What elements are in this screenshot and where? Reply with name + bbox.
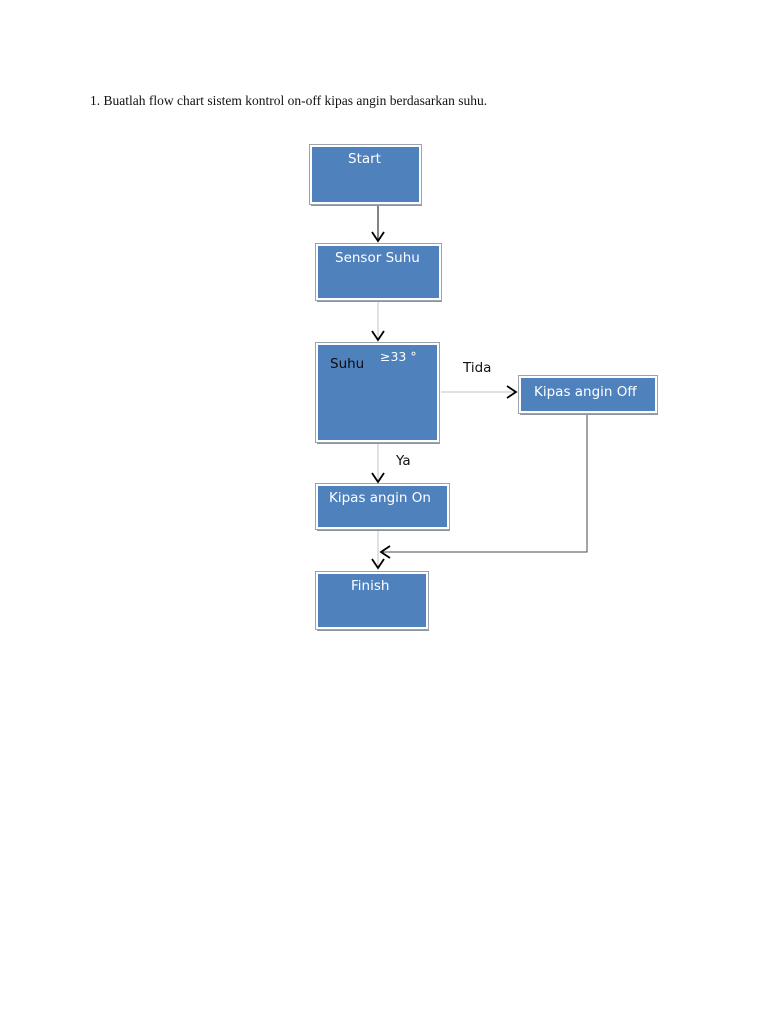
edge-label-no: Tida xyxy=(463,360,492,376)
arrowhead-off xyxy=(506,385,518,399)
decision-label: Suhu xyxy=(330,356,365,372)
fan-off-node xyxy=(518,375,658,414)
connector-off-finish xyxy=(381,414,588,553)
sensor-label: Sensor Suhu xyxy=(335,250,420,266)
fan-on-node xyxy=(315,483,450,530)
arrowhead-decision xyxy=(371,330,385,342)
edge-label-yes: Ya xyxy=(396,453,411,469)
finish-label: Finish xyxy=(351,578,390,594)
start-node xyxy=(309,144,422,205)
sensor-node xyxy=(315,243,442,301)
arrowhead-merge xyxy=(379,545,391,559)
arrowhead-on xyxy=(371,472,385,484)
decision-node xyxy=(315,342,440,443)
arrowhead-finish xyxy=(371,558,385,570)
start-label: Start xyxy=(348,151,381,167)
arrowhead-sensor xyxy=(371,231,385,243)
fan-off-label: Kipas angin Off xyxy=(534,384,637,400)
fan-on-label: Kipas angin On xyxy=(329,490,431,506)
finish-node xyxy=(315,571,429,630)
question-text: 1. Buatlah flow chart sistem kontrol on-… xyxy=(90,93,488,108)
decision-condition: ≥33 ° xyxy=(380,349,417,364)
